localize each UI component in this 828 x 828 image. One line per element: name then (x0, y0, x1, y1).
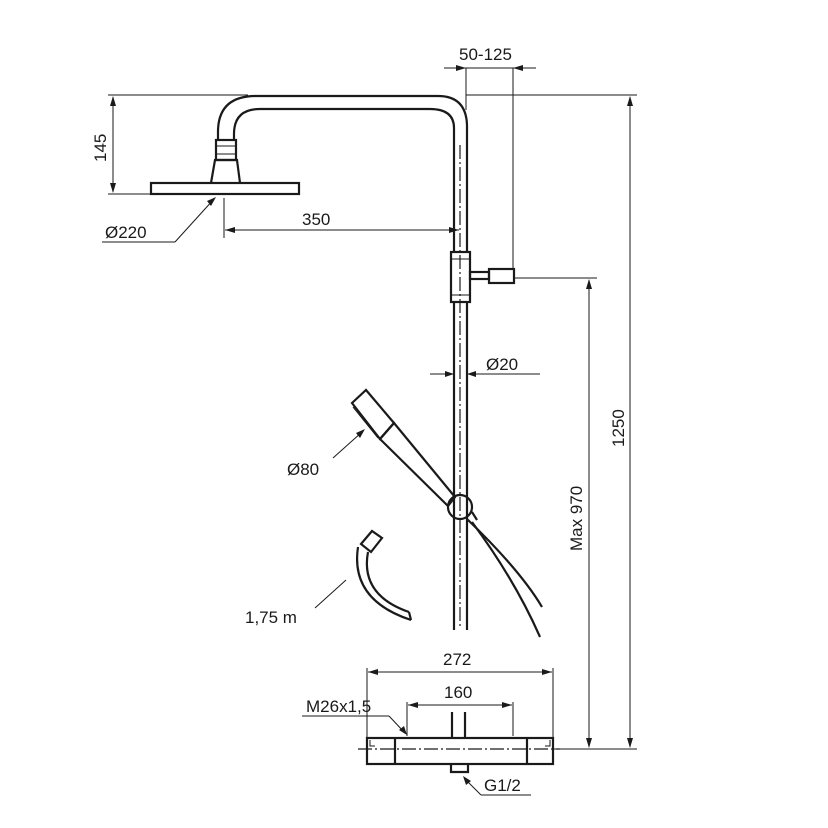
label-head-diameter: Ø220 (105, 223, 147, 242)
riser-rail (452, 145, 469, 630)
thermostatic-mixer (358, 712, 560, 774)
label-connection-thread: M26x1,5 (306, 697, 371, 716)
label-mixer-width: 272 (443, 650, 471, 669)
label-outlet-height: Max 970 (567, 486, 586, 551)
label-wall-offset: 50-125 (459, 45, 512, 64)
shower-hose-attached (466, 518, 543, 638)
overhead-shower-head (149, 138, 301, 196)
hand-shower (350, 388, 457, 508)
shower-hose-loose (356, 529, 413, 622)
label-rail-diameter: Ø20 (486, 355, 518, 374)
label-hand-shower-diameter: Ø80 (287, 460, 319, 479)
wall-bracket (449, 250, 516, 304)
dimension-lines (102, 65, 637, 796)
label-arm-reach: 350 (302, 210, 330, 229)
shower-arm (216, 94, 469, 252)
slide-holder (446, 493, 478, 521)
label-head-height: 145 (91, 134, 110, 162)
label-mixer-centers: 160 (444, 683, 472, 702)
label-hose-length: 1,75 m (245, 608, 297, 627)
label-inlet-thread: G1/2 (484, 776, 521, 795)
label-total-height: 1250 (609, 409, 628, 447)
